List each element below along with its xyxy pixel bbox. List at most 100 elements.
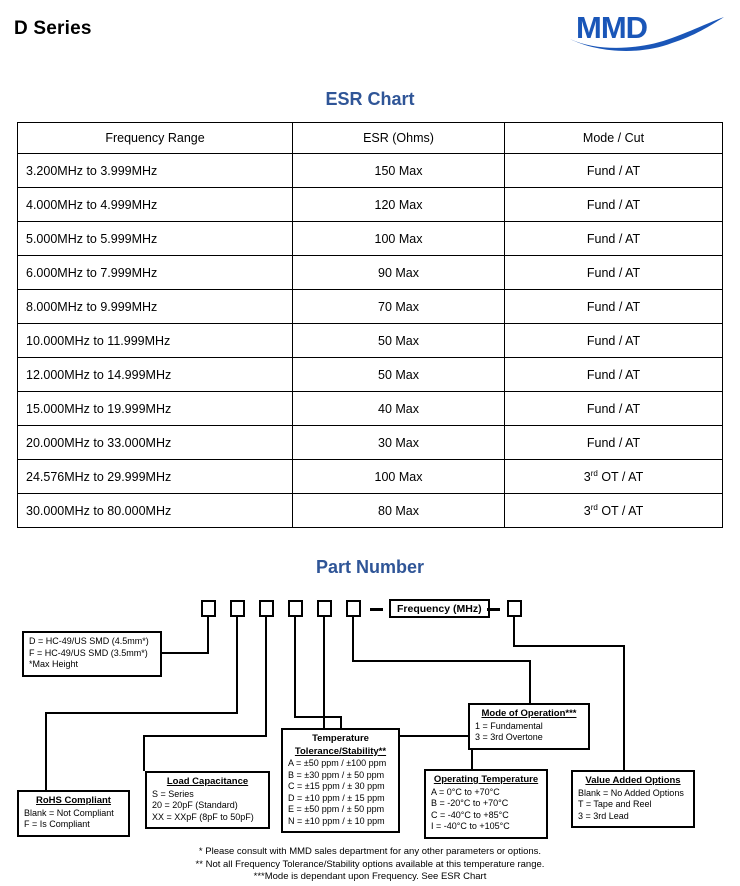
oper-temp-title: Operating Temperature <box>433 774 539 785</box>
connector-temptol-v2 <box>340 716 342 728</box>
temp-tol-line-6: N = ±10 ppm / ± 10 ppm <box>288 815 385 826</box>
cell-mode-cut: Fund / AT <box>504 255 723 290</box>
connector-mode-h <box>352 660 531 662</box>
mode-title: Mode of Operation*** <box>481 708 577 719</box>
cell-esr: 50 Max <box>292 323 505 358</box>
svg-text:MMD: MMD <box>576 10 648 45</box>
temp-tol-line-4: D = ±10 ppm / ± 15 ppm <box>288 792 385 803</box>
connector-rohs-h <box>45 712 238 714</box>
cell-frequency-range: 10.000MHz to 11.999MHz <box>17 323 293 358</box>
load-cap-line-3: XX = XXpF (8pF to 50pF) <box>152 811 254 822</box>
cell-mode-cut: Fund / AT <box>504 187 723 222</box>
package-line-2: F = HC-49/US SMD (3.5mm*) <box>29 647 148 658</box>
cell-esr: 40 Max <box>292 391 505 426</box>
callout-package: D = HC-49/US SMD (4.5mm*) F = HC-49/US S… <box>22 631 162 677</box>
cell-frequency-range: 12.000MHz to 14.999MHz <box>17 357 293 392</box>
pn-slot-oper-temp[interactable] <box>317 600 332 617</box>
esr-chart-heading: ESR Chart <box>325 89 415 109</box>
footnote-2: ** Not all Frequency Tolerance/Stability… <box>195 858 545 870</box>
cell-mode-cut: 3rd OT / AT <box>504 493 723 528</box>
cell-frequency-range: 15.000MHz to 19.999MHz <box>17 391 293 426</box>
package-line-3: *Max Height <box>29 659 79 669</box>
mmd-logo: MMD <box>570 10 724 51</box>
column-header: ESR (Ohms) <box>292 122 505 154</box>
temp-tol-line-3: C = ±15 ppm / ± 30 ppm <box>288 781 385 791</box>
rohs-line-2: F = Is Compliant <box>24 819 90 829</box>
mode-line-2: 3 = 3rd Overtone <box>475 732 543 742</box>
cell-mode-cut: Fund / AT <box>504 323 723 358</box>
footnote-3: ***Mode is dependant upon Frequency. See… <box>253 871 487 882</box>
cell-esr: 70 Max <box>292 289 505 324</box>
value-added-title: Value Added Options <box>585 775 681 786</box>
connector-loadcap-v1 <box>265 617 267 737</box>
callout-mode-of-operation: Mode of Operation*** 1 = Fundamental 3 =… <box>468 703 590 750</box>
cell-frequency-range: 6.000MHz to 7.999MHz <box>17 255 293 290</box>
temp-tol-line-2: B = ±30 ppm / ± 50 ppm <box>288 769 385 780</box>
connector-rohs-v1 <box>236 617 238 714</box>
connector-value-v1 <box>513 617 515 647</box>
pn-separator-1 <box>370 608 383 611</box>
load-cap-line-2: 20 = 20pF (Standard) <box>152 800 238 810</box>
cell-frequency-range: 4.000MHz to 4.999MHz <box>17 187 293 222</box>
pn-slot-package[interactable] <box>201 600 216 617</box>
footnote-1: * Please consult with MMD sales departme… <box>198 846 542 857</box>
cell-esr: 30 Max <box>292 425 505 460</box>
pn-frequency-box[interactable]: Frequency (MHz) <box>389 599 490 618</box>
oper-temp-line-3: C = -40°C to +85°C <box>431 809 509 820</box>
oper-temp-line-1: A = 0°C to +70°C <box>431 786 500 797</box>
pn-slot-rohs[interactable] <box>230 600 245 617</box>
cell-frequency-range: 8.000MHz to 9.999MHz <box>17 289 293 324</box>
value-added-line-3: 3 = 3rd Lead <box>578 810 629 821</box>
oper-temp-line-2: B = -20°C to +70°C <box>431 798 509 808</box>
connector-temptol-h <box>294 716 342 718</box>
load-cap-line-1: S = Series <box>152 788 194 799</box>
temp-tol-title-2: Tolerance/Stability** <box>294 745 387 757</box>
cell-esr: 50 Max <box>292 357 505 392</box>
rohs-title: RoHS Compliant <box>36 795 111 806</box>
page-title: D Series <box>14 18 92 39</box>
cell-mode-cut: Fund / AT <box>504 391 723 426</box>
cell-esr: 100 Max <box>292 221 505 256</box>
connector-package-h <box>162 652 209 654</box>
oper-temp-line-4: I = -40°C to +105°C <box>431 821 510 831</box>
cell-frequency-range: 24.576MHz to 29.999MHz <box>17 459 293 494</box>
pn-slot-value-added[interactable] <box>507 600 522 617</box>
cell-frequency-range: 3.200MHz to 3.999MHz <box>17 153 293 188</box>
cell-esr: 100 Max <box>292 459 505 494</box>
cell-esr: 90 Max <box>292 255 505 290</box>
cell-mode-cut: 3rd OT / AT <box>504 459 723 494</box>
connector-loadcap-h <box>143 735 267 737</box>
cell-frequency-range: 30.000MHz to 80.000MHz <box>17 493 293 528</box>
callout-rohs: RoHS Compliant Blank = Not Compliant F =… <box>17 790 130 837</box>
connector-value-v2 <box>623 645 625 770</box>
connector-value-h <box>513 645 625 647</box>
temp-tol-line-5: E = ±50 ppm / ± 50 ppm <box>288 804 385 814</box>
pn-slot-mode[interactable] <box>346 600 361 617</box>
pn-slot-temp-tol[interactable] <box>288 600 303 617</box>
connector-mode-v1 <box>352 617 354 662</box>
connector-loadcap-v2 <box>143 735 145 771</box>
value-added-line-2: T = Tape and Reel <box>578 799 652 809</box>
callout-operating-temperature: Operating Temperature A = 0°C to +70°C B… <box>424 769 548 839</box>
pn-slot-load-cap[interactable] <box>259 600 274 617</box>
mode-line-1: 1 = Fundamental <box>475 720 543 731</box>
cell-esr: 80 Max <box>292 493 505 528</box>
connector-temptol-v1 <box>294 617 296 718</box>
part-number-heading: Part Number <box>315 557 425 577</box>
connector-mode-v2 <box>529 660 531 703</box>
connector-opertemp-v2 <box>471 735 473 772</box>
connector-rohs-v2 <box>45 712 47 790</box>
part-number-diagram: Frequency (MHz) D = HC-49/US SMD (4.5mm*… <box>0 586 740 886</box>
rohs-line-1: Blank = Not Compliant <box>24 807 114 818</box>
